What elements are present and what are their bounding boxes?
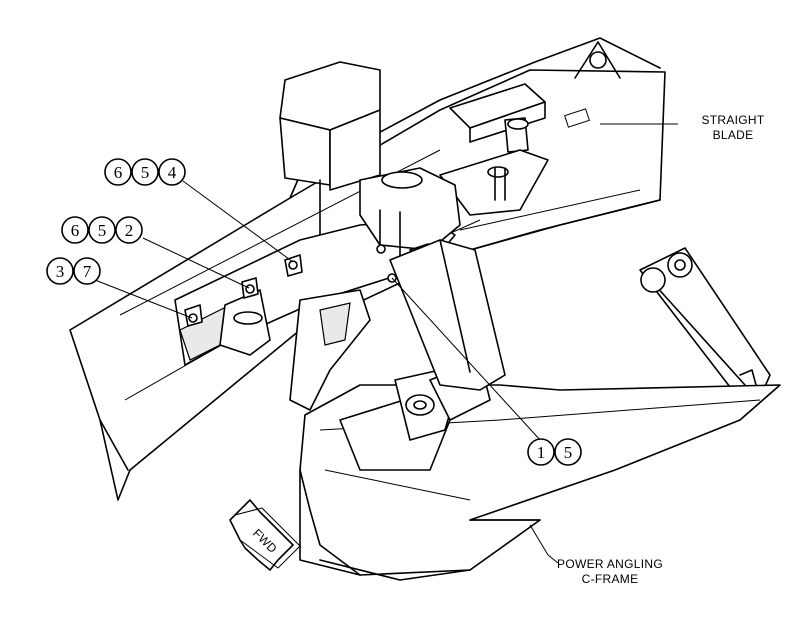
- callout-654: 6 5 4: [104, 158, 186, 186]
- callout-37: 3 7: [46, 257, 101, 285]
- straight-blade-label-line1: STRAIGHT: [701, 113, 764, 127]
- callout-15-item-1: 1: [537, 443, 546, 462]
- leader-lines: [94, 123, 678, 556]
- power-angling-c-frame: [299, 359, 781, 581]
- push-arm-assembly: [174, 167, 461, 366]
- callout-652-item-1: 6: [71, 221, 80, 240]
- callout-652: 6 5 2: [61, 216, 143, 244]
- angling-cylinder-bracket: [639, 247, 771, 401]
- callout-652-item-3: 2: [125, 221, 134, 240]
- c-frame-upright: [289, 239, 506, 411]
- upper-pivot-bracket: [439, 83, 549, 216]
- fwd-arrow-icon: FWD: [229, 499, 301, 571]
- callout-654-item-3: 4: [168, 163, 177, 182]
- c-frame-label-line2: C-FRAME: [582, 572, 639, 586]
- c-frame-label: POWER ANGLING C-FRAME: [557, 557, 663, 586]
- straight-blade-label: STRAIGHT BLADE: [701, 113, 764, 142]
- callout-37-item-2: 7: [83, 262, 92, 281]
- straight-blade-label-line2: BLADE: [713, 128, 754, 142]
- callout-15: 1 5: [527, 438, 582, 466]
- callout-652-item-2: 5: [98, 221, 107, 240]
- center-mast: [279, 61, 381, 251]
- c-frame-label-line1: POWER ANGLING: [557, 557, 663, 571]
- callout-15-item-2: 5: [564, 443, 573, 462]
- callout-37-item-1: 3: [56, 262, 65, 281]
- callout-654-item-2: 5: [141, 163, 150, 182]
- callout-654-item-1: 6: [114, 163, 123, 182]
